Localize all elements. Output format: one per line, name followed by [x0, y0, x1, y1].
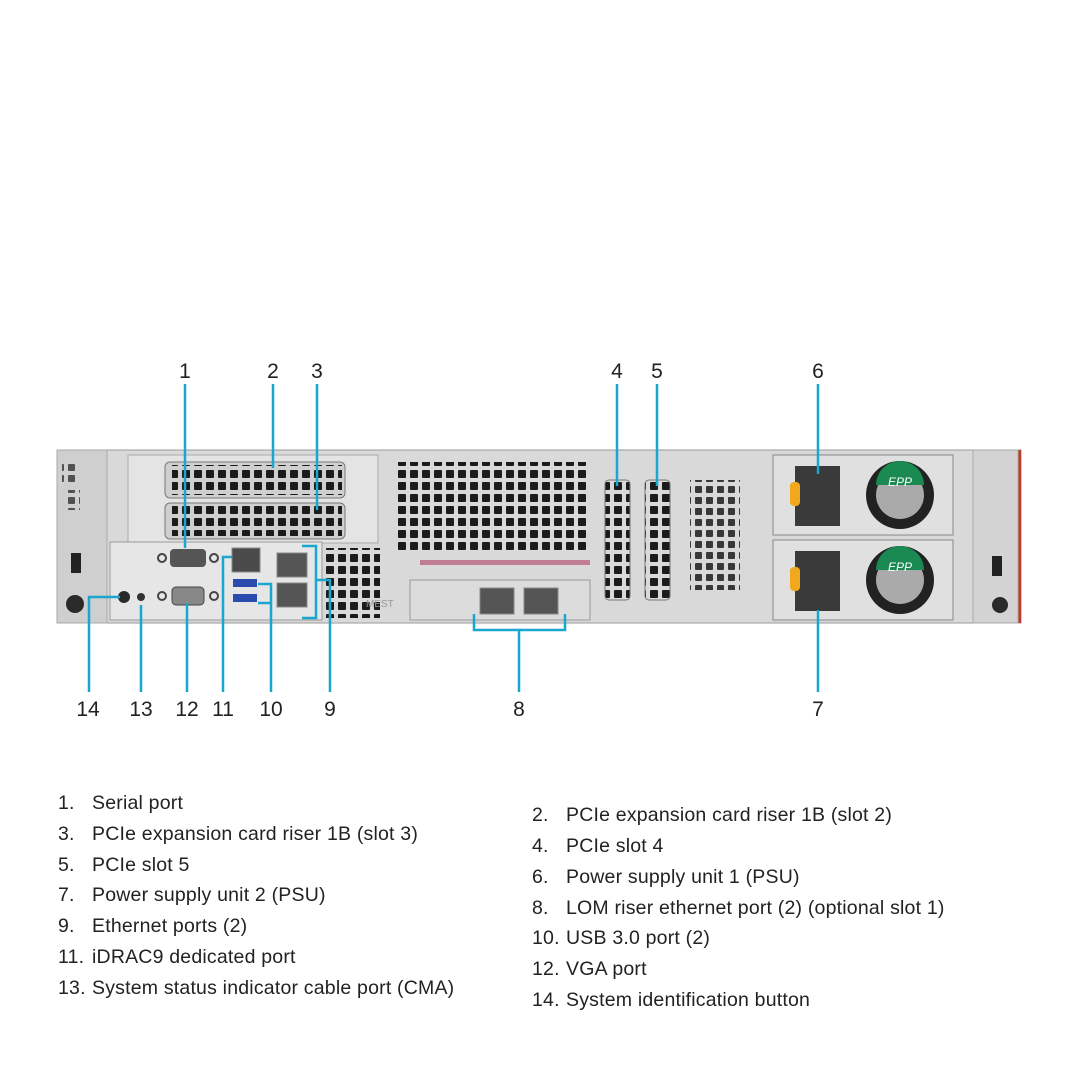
legend-label: Serial port [92, 792, 184, 814]
callout-8: 8 [513, 698, 525, 721]
callout-12: 12 [175, 698, 198, 721]
legend-number: 10. [532, 927, 560, 949]
callout-13: 13 [129, 698, 152, 721]
legend-number: 5. [58, 854, 75, 876]
legend-number: 12. [532, 958, 560, 980]
legend-number: 1. [58, 792, 75, 814]
callout-5: 5 [651, 360, 663, 383]
psu-2-label: EPP [888, 560, 912, 574]
usb-port-2[interactable] [233, 594, 257, 602]
system-identification-button[interactable] [118, 591, 130, 603]
legend-label: VGA port [566, 958, 647, 980]
pcie-slot-5 [644, 479, 671, 601]
legend-number: 7. [58, 884, 75, 906]
legend-label: PCIe slot 4 [566, 835, 664, 857]
legend-label: LOM riser ethernet port (2) (optional sl… [566, 897, 945, 919]
legend-number: 6. [532, 866, 549, 888]
callout-11: 11 [212, 698, 234, 721]
callout-6: 6 [812, 360, 824, 383]
legend-label: USB 3.0 port (2) [566, 927, 711, 949]
legend-label: System status indicator cable port (CMA) [92, 977, 455, 999]
legend-label: PCIe expansion card riser 1B (slot 3) [92, 823, 419, 845]
lom-ethernet-port-1[interactable] [479, 587, 515, 615]
ethernet-port-2[interactable] [276, 582, 308, 608]
legend-number: 11. [58, 946, 85, 968]
psu-1[interactable]: EPP [772, 454, 954, 536]
legend-label: Ethernet ports (2) [92, 915, 248, 937]
legend-label: iDRAC9 dedicated port [92, 946, 296, 968]
callout-10: 10 [259, 698, 282, 721]
legend-label: PCIe expansion card riser 1B (slot 2) [566, 804, 893, 826]
chassis-marking: MEST [366, 599, 394, 610]
callout-14: 14 [76, 698, 100, 721]
legend-label: Power supply unit 1 (PSU) [566, 866, 800, 888]
legend-number: 13. [58, 977, 86, 999]
callout-2: 2 [267, 360, 279, 383]
callout-leaders [87, 384, 820, 692]
legend-number: 4. [532, 835, 549, 857]
serial-port[interactable] [157, 549, 219, 567]
callout-1: 1 [179, 360, 191, 383]
idrac9-port[interactable] [231, 547, 261, 573]
callout-7: 7 [812, 698, 824, 721]
legend-number: 9. [58, 915, 75, 937]
legend-label: System identification button [566, 989, 811, 1011]
server-chassis: MEST EPP EPP [56, 449, 1022, 624]
legend-number: 8. [532, 897, 549, 919]
lom-ethernet-port-2[interactable] [523, 587, 559, 615]
psu-2[interactable]: EPP [772, 539, 954, 621]
usb-port-1[interactable] [233, 579, 257, 587]
legend-number: 2. [532, 804, 549, 826]
psu-1-label: EPP [888, 475, 912, 489]
system-status-cable-port[interactable] [137, 593, 145, 601]
pcie-slot-4 [604, 479, 631, 601]
ethernet-port-1[interactable] [276, 552, 308, 578]
legend-number: 3. [58, 823, 75, 845]
legend-number: 14. [532, 989, 560, 1011]
legend-label: Power supply unit 2 (PSU) [92, 884, 326, 906]
legend-label: PCIe slot 5 [92, 854, 190, 876]
callout-9: 9 [324, 698, 336, 721]
callout-3: 3 [311, 360, 323, 383]
callout-4: 4 [611, 360, 623, 383]
